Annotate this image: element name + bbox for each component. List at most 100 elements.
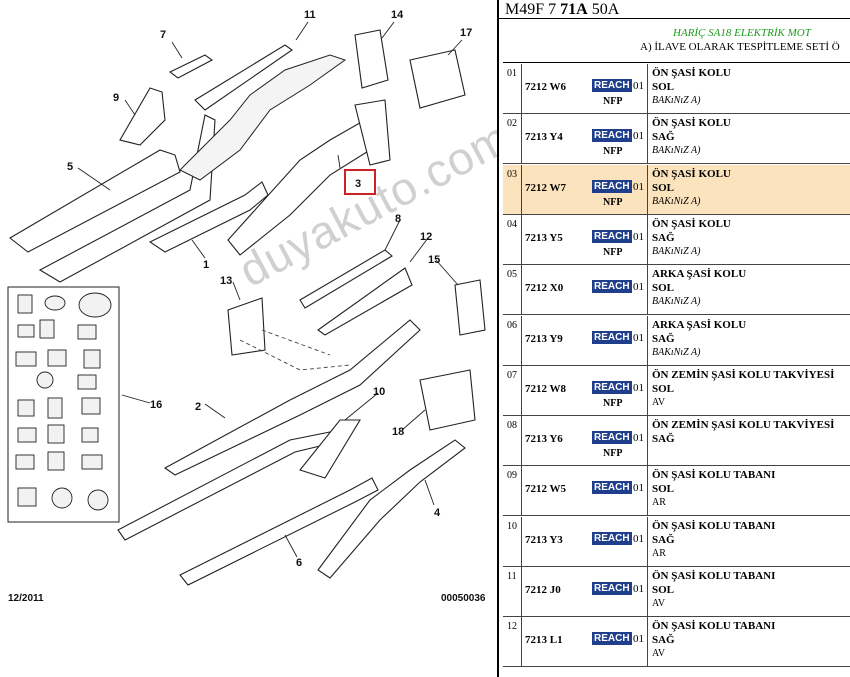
parts-diagram: 11 14 7 17 9 5 1 3 8 12 15 13 16 2 10 18… <box>7 9 519 604</box>
row-separator <box>647 164 648 214</box>
part-note: BAKıNıZ A) <box>652 245 701 257</box>
callout-5[interactable]: 5 <box>67 161 73 173</box>
callout-13[interactable]: 13 <box>220 275 232 287</box>
row-index: 12 <box>507 621 517 633</box>
part-code: 7213 Y9 <box>525 332 563 345</box>
callout-11[interactable]: 11 <box>304 9 316 21</box>
part-rail-inner[interactable] <box>38 114 216 283</box>
part-11-rail[interactable] <box>194 44 293 111</box>
part-3-bracket[interactable] <box>354 99 391 166</box>
part-note: BAKıNıZ A) <box>652 195 701 207</box>
part-note: AR <box>652 547 666 559</box>
callout-15[interactable]: 15 <box>428 254 440 266</box>
row-separator <box>647 64 648 113</box>
part-note: AV <box>652 648 666 660</box>
part-4-arm[interactable] <box>317 439 466 579</box>
part-note: AV <box>652 396 666 408</box>
part-5-rail[interactable] <box>9 149 181 253</box>
reach-badge: REACH <box>592 380 632 394</box>
callout-14[interactable]: 14 <box>391 9 404 21</box>
row-separator <box>647 516 648 566</box>
reach-badge: REACH <box>592 481 632 495</box>
header-part-c: 50A <box>587 1 620 18</box>
row-separator <box>521 617 522 667</box>
callout-2[interactable]: 2 <box>195 401 201 413</box>
part-name: ARKA ŞASİ KOLU <box>652 268 747 281</box>
part-side: SAĞ <box>652 131 675 144</box>
part-17-bracket[interactable] <box>409 49 466 109</box>
row-index: 06 <box>507 319 517 331</box>
row-separator <box>647 567 648 616</box>
part-12-rail[interactable] <box>317 267 413 336</box>
part-code: 7212 W7 <box>525 181 567 194</box>
callout-4[interactable]: 4 <box>434 507 441 519</box>
row-index: 08 <box>507 420 517 432</box>
part-7-bracket[interactable] <box>168 54 214 79</box>
callout-6[interactable]: 6 <box>296 557 302 569</box>
part-quantity: 01 <box>633 180 644 193</box>
part-name: ÖN ZEMİN ŞASİ KOLU TAKVİYESİ <box>652 419 835 432</box>
part-18-bracket[interactable] <box>419 369 476 431</box>
callout-12[interactable]: 12 <box>420 231 432 243</box>
row-separator <box>647 265 648 315</box>
part-rail-front[interactable] <box>179 54 347 181</box>
row-separator <box>521 466 522 516</box>
part-name: ÖN ZEMİN ŞASİ KOLU TAKVİYESİ <box>652 368 835 381</box>
reach-badge: REACH <box>592 79 632 92</box>
callout-10[interactable]: 10 <box>373 386 385 398</box>
nfp-flag: NFP <box>603 448 623 460</box>
part-2-rail[interactable] <box>163 319 421 476</box>
callout-3[interactable]: 3 <box>355 178 361 190</box>
callout-16[interactable]: 16 <box>150 399 162 411</box>
nfp-flag: NFP <box>603 196 623 208</box>
callout-18[interactable]: 18 <box>392 426 404 438</box>
row-separator <box>521 164 522 214</box>
header-part-b: 71A <box>560 1 588 18</box>
part-code: 7213 Y5 <box>525 231 563 244</box>
part-8-rail[interactable] <box>299 249 393 309</box>
reach-badge: REACH <box>592 531 632 545</box>
part-code: 7212 W8 <box>525 382 567 395</box>
row-index: 04 <box>507 218 517 230</box>
part-6-rail[interactable] <box>179 477 379 586</box>
part-quantity: 01 <box>633 130 644 143</box>
part-quantity: 01 <box>633 633 644 646</box>
part-code: 7213 L1 <box>525 634 563 647</box>
callout-7[interactable]: 7 <box>160 29 166 41</box>
part-quantity: 01 <box>633 80 644 92</box>
part-13-plate[interactable] <box>227 297 266 356</box>
part-side: SOL <box>652 81 675 93</box>
row-index: 10 <box>507 520 517 532</box>
callout-1[interactable]: 1 <box>203 259 209 271</box>
part-15-bracket[interactable] <box>454 279 486 336</box>
part-name: ÖN ŞASİ KOLU TABANI <box>652 570 776 582</box>
part-side: SOL <box>652 382 675 395</box>
callout-8[interactable]: 8 <box>395 213 401 225</box>
callout-3-highlight-box <box>344 169 376 195</box>
diagram-plate-number: 00050036 <box>441 593 486 604</box>
parts-list-panel: M49F 7 71A 50A HARİÇ SA18 ELEKTRİK MOT A… <box>497 0 850 677</box>
part-10-plate[interactable] <box>299 419 361 479</box>
row-separator <box>647 214 648 264</box>
part-note: AV <box>652 598 666 609</box>
part-14-bracket[interactable] <box>354 29 389 89</box>
part-9-plate[interactable] <box>119 87 166 146</box>
callout-17[interactable]: 17 <box>460 27 472 39</box>
part-note: BAKıNıZ A) <box>652 296 701 308</box>
part-quantity: 01 <box>633 432 644 445</box>
callout-9[interactable]: 9 <box>113 92 119 104</box>
row-index: 05 <box>507 269 517 281</box>
row-separator <box>521 214 522 264</box>
